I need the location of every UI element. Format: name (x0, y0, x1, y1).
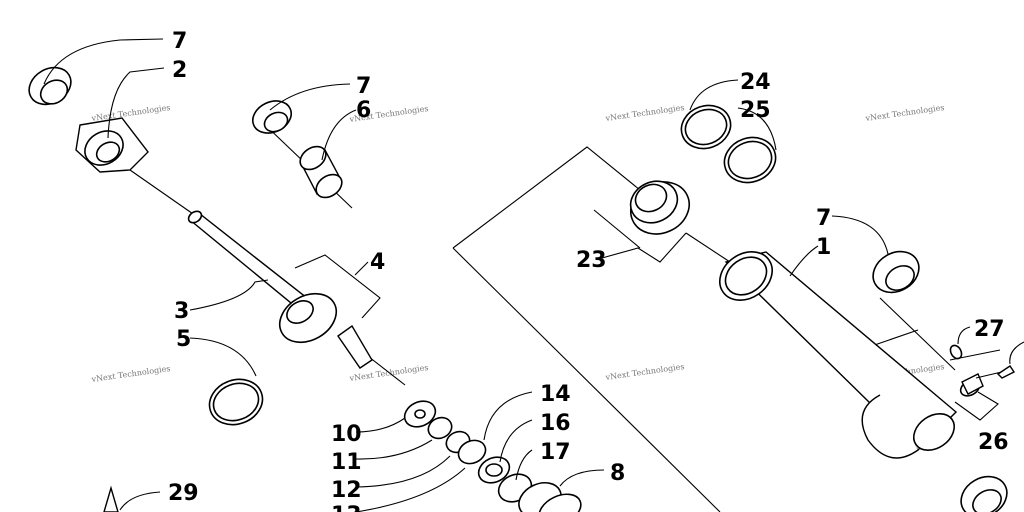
part-o-ring-5 (208, 378, 264, 426)
watermark: vNext Technologies (604, 362, 685, 382)
callout-7: 7 (172, 29, 187, 54)
callout-16: 16 (540, 411, 571, 436)
watermark: vNext Technologies (604, 103, 685, 123)
part-screw (996, 365, 1016, 379)
callout-11: 11 (331, 450, 362, 475)
part-spike-29 (103, 485, 119, 512)
part-bushing-7-mid (251, 100, 293, 134)
callout-12: 12 (331, 478, 362, 503)
part-valve-26 (959, 369, 1011, 397)
leader-lines (43, 38, 1024, 512)
callout-10: 10 (331, 422, 362, 447)
part-small-o-ring-27 (949, 344, 963, 360)
part-piston-assembly-4 (278, 292, 373, 369)
callout-13: 13 (331, 503, 362, 512)
part-sleeve-6 (299, 145, 343, 199)
callout-14: 14 (540, 382, 571, 407)
callout-1: 1 (816, 235, 831, 260)
watermark: vNext Technologies (90, 364, 171, 384)
part-seal-24 (680, 104, 732, 150)
part-bushing-7-top (28, 66, 72, 106)
part-shock-body-1 (719, 251, 958, 459)
part-seal-25 (723, 136, 777, 184)
callout-4: 4 (370, 250, 385, 275)
part-cap-23 (629, 180, 690, 235)
callout-8: 8 (610, 461, 625, 486)
callout-6: 6 (356, 98, 371, 123)
watermark: vNext Technologies (864, 103, 945, 123)
callout-23: 23 (576, 248, 607, 273)
callout-29: 29 (168, 481, 199, 506)
callout-26: 26 (978, 430, 1009, 455)
callout-17: 17 (540, 440, 571, 465)
callout-7: 7 (816, 206, 831, 231)
callout-3: 3 (174, 299, 189, 324)
callout-25: 25 (740, 98, 771, 123)
callout-5: 5 (176, 327, 191, 352)
part-bushing-7-bottom (960, 475, 1008, 512)
callout-27: 27 (974, 317, 1005, 342)
part-bushing-7-right (872, 250, 920, 294)
callout-labels: 7 2 7 6 4 3 5 10 11 12 13 14 16 17 8 29 … (168, 29, 1009, 512)
callout-7: 7 (356, 74, 371, 99)
watermark: vNext Technologies (90, 103, 171, 123)
part-shaft-3 (187, 210, 314, 313)
part-valve-shim-stack (403, 400, 582, 512)
callout-2: 2 (172, 58, 187, 83)
part-eye-mount-2 (75, 117, 149, 173)
callout-24: 24 (740, 70, 771, 95)
